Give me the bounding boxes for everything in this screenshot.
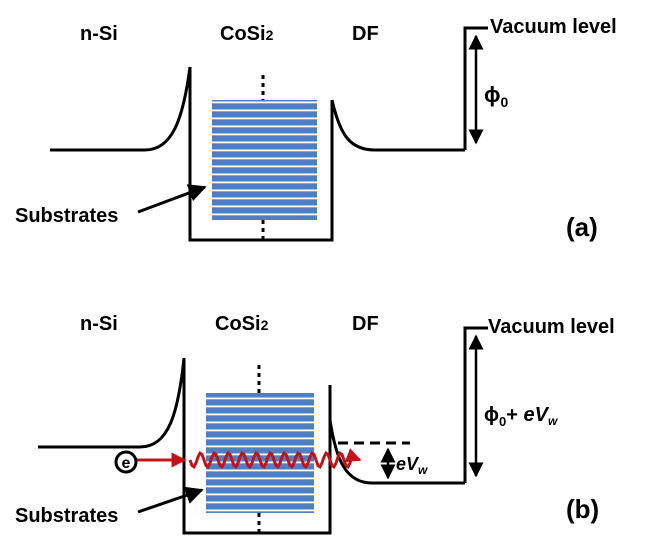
substrates-label-a: Substrates: [15, 205, 118, 227]
df-band-edge-b: [328, 419, 465, 485]
nsi-band-edge-a: [50, 66, 192, 152]
phi0-label-a: ϕ0: [484, 82, 509, 110]
substrates-arrow-b: [137, 486, 204, 514]
substrates-label-b: Substrates: [15, 505, 118, 527]
substrate-stack-b: [206, 393, 314, 513]
nsi-label-b: n-Si: [80, 313, 118, 335]
nsi-band-edge-b: [38, 357, 186, 449]
cosi2-label-a: CoSi2: [220, 23, 274, 45]
nsi-label-a: n-Si: [80, 23, 118, 45]
evw-label-b: eVw: [396, 454, 428, 477]
panel-tag-a: (a): [566, 212, 598, 242]
substrate-stack-a: [212, 100, 317, 220]
vacuum-level-label-b: Vacuum level: [488, 316, 615, 338]
panel-b: n-Si CoSi2 DF Vacuum level eVw ϕ0+ eVw e…: [15, 313, 615, 535]
vacuum-bracket-b: [463, 326, 488, 483]
cosi2-well-a: [188, 67, 334, 242]
substrates-arrow-a: [137, 184, 207, 214]
vacuum-bracket-a: [463, 26, 488, 150]
panel-a: n-Si CoSi2 DF Vacuum level ϕ0 Substrates…: [15, 16, 617, 242]
phi-ev-label-b: ϕ0+ eVw: [484, 404, 558, 429]
vacuum-level-label-a: Vacuum level: [490, 16, 617, 38]
df-label-a: DF: [352, 23, 379, 45]
electron-icon: [114, 450, 138, 474]
electron-label: e: [122, 455, 131, 472]
panel-tag-b: (b): [566, 494, 599, 524]
df-band-edge-a: [330, 99, 465, 152]
electron-path-wavy: [188, 448, 362, 469]
df-label-b: DF: [352, 313, 379, 335]
cosi2-label-b: CoSi2: [215, 313, 269, 335]
